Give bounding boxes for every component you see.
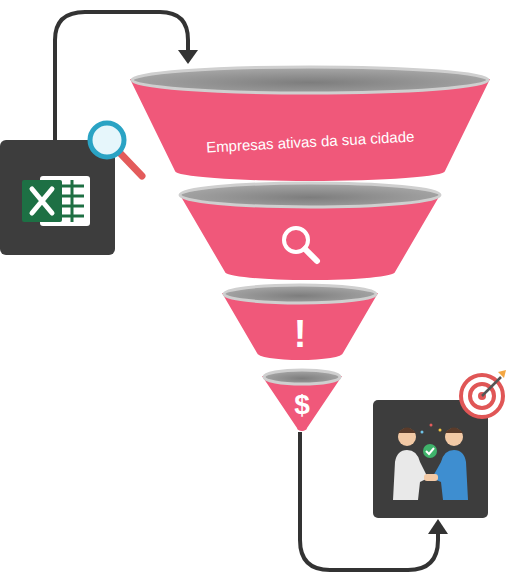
person-body bbox=[432, 450, 468, 500]
excel-grid bbox=[62, 180, 84, 222]
funnel-band: $ bbox=[262, 368, 342, 432]
handshake bbox=[424, 474, 438, 481]
check-badge bbox=[423, 444, 437, 458]
band-label: ! bbox=[294, 314, 307, 356]
person-head bbox=[398, 428, 416, 446]
funnel-rim bbox=[132, 67, 488, 93]
arrow-head bbox=[178, 50, 198, 64]
excel-box bbox=[0, 140, 115, 255]
funnel-rim bbox=[264, 370, 340, 384]
funnel-rim bbox=[180, 183, 440, 207]
deal-box bbox=[373, 400, 488, 518]
band-label: $ bbox=[294, 390, 310, 421]
arrow-head bbox=[428, 519, 448, 534]
magnifier-handle bbox=[120, 153, 142, 176]
magnifier-lens bbox=[90, 123, 124, 157]
excel-logo bbox=[22, 180, 62, 222]
target-icon bbox=[461, 375, 503, 417]
funnel-rim bbox=[224, 285, 376, 303]
funnel-shape bbox=[130, 65, 490, 182]
funnel-band: ! bbox=[222, 283, 378, 361]
person-body bbox=[393, 450, 428, 500]
search-icon-handle bbox=[305, 249, 317, 261]
person-head bbox=[445, 428, 463, 446]
funnel-band: Empresas ativas da sua cidade bbox=[130, 65, 490, 182]
excel-mark bbox=[32, 189, 52, 213]
